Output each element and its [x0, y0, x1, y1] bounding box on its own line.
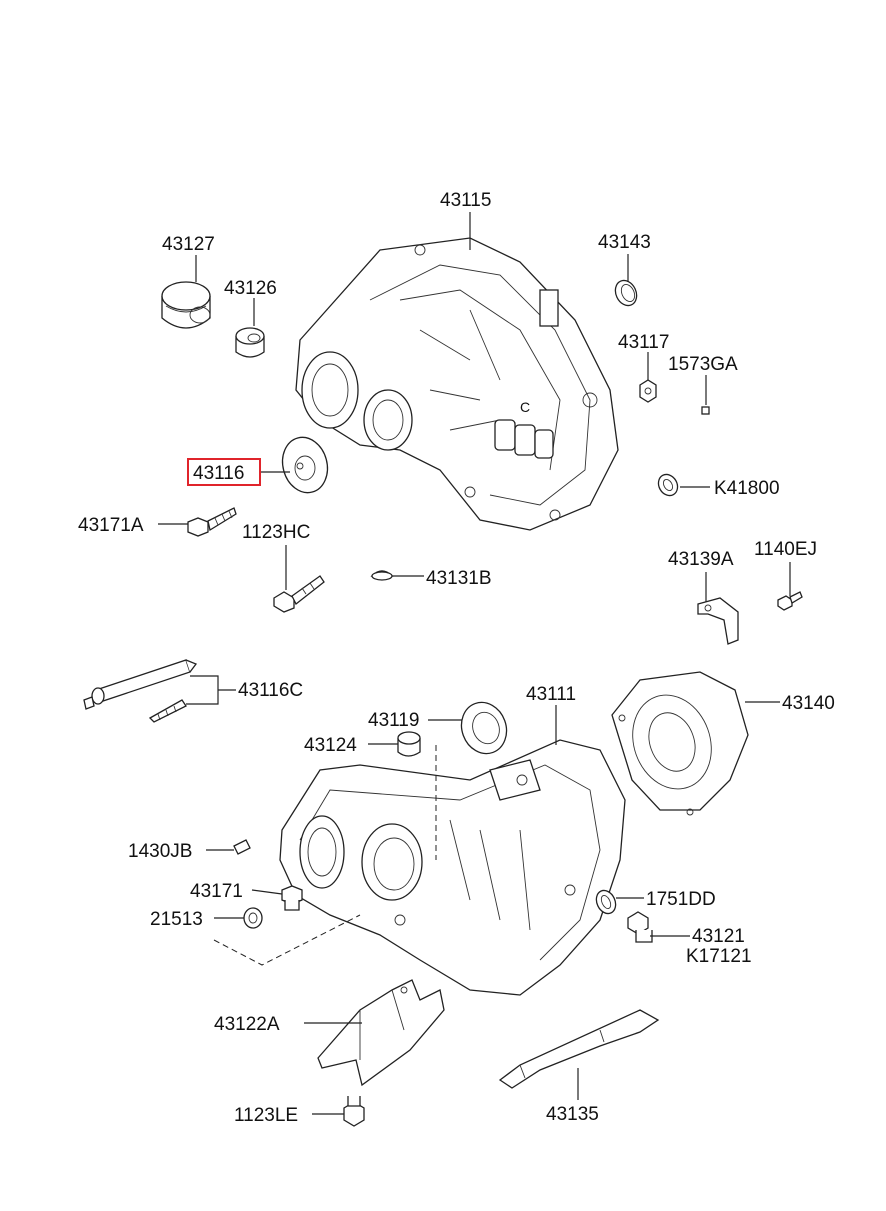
part-1751DD-gasket[interactable]: [593, 887, 619, 916]
part-43124-bushing[interactable]: [397, 731, 421, 757]
part-43171A-bolt[interactable]: [187, 507, 237, 537]
part-43135-plate[interactable]: [498, 1009, 660, 1089]
part-1123HC-bolt[interactable]: [273, 575, 325, 613]
part-43143-seal[interactable]: [611, 277, 640, 309]
part-21513-gasket[interactable]: [243, 907, 263, 929]
callout-K17121[interactable]: K17121: [686, 946, 752, 967]
leader-lines: [158, 212, 791, 1115]
part-43116-plate[interactable]: [277, 432, 334, 497]
part-43126-bushing[interactable]: [235, 327, 265, 358]
callout-1751DD[interactable]: 1751DD: [646, 889, 716, 910]
callout-43139A[interactable]: 43139A: [668, 549, 734, 570]
part-43140-cover[interactable]: [611, 671, 749, 816]
callout-1123LE[interactable]: 1123LE: [234, 1105, 298, 1126]
callout-43135[interactable]: 43135: [546, 1104, 599, 1125]
part-43139A-bracket[interactable]: [697, 597, 739, 645]
part-43111-housing[interactable]: [279, 739, 626, 996]
callout-43122A[interactable]: 43122A: [214, 1014, 280, 1035]
callout-43171A[interactable]: 43171A: [78, 515, 144, 536]
callout-43124[interactable]: 43124: [304, 735, 357, 756]
part-43122A-bracket[interactable]: [317, 979, 445, 1087]
callout-43131B[interactable]: 43131B: [426, 568, 492, 589]
callout-1573GA[interactable]: 1573GA: [668, 354, 738, 375]
callout-43121[interactable]: 43121: [692, 926, 745, 947]
part-43117-nut[interactable]: [639, 379, 657, 403]
callout-43127[interactable]: 43127: [162, 234, 215, 255]
callout-43116[interactable]: 43116: [193, 463, 244, 484]
callout-43140[interactable]: 43140: [782, 693, 835, 714]
callout-1430JB[interactable]: 1430JB: [128, 841, 192, 862]
callout-K41800[interactable]: K41800: [714, 478, 780, 499]
callout-21513[interactable]: 21513: [150, 909, 203, 930]
part-43116C-sealant[interactable]: [83, 659, 198, 723]
part-43131B-cap[interactable]: [370, 570, 394, 581]
callout-1140EJ[interactable]: 1140EJ: [754, 539, 817, 560]
svg-text:C: C: [520, 399, 530, 415]
part-1430JB-pin[interactable]: [233, 839, 251, 855]
part-43121-plug[interactable]: [627, 911, 653, 943]
callout-43117[interactable]: 43117: [618, 332, 669, 353]
highlight-frame-43116: [187, 458, 261, 486]
part-K41800-washer[interactable]: [655, 471, 682, 499]
part-43127-boot[interactable]: [161, 281, 211, 329]
callout-43116C[interactable]: 43116C: [238, 680, 303, 701]
part-43171-plug[interactable]: [281, 885, 303, 911]
part-callouts: 43115 43127 43126 43143 43117 1573GA 431…: [78, 190, 835, 1126]
callout-43171[interactable]: 43171: [190, 881, 243, 902]
callout-43126[interactable]: 43126: [224, 278, 277, 299]
part-1140EJ-screw[interactable]: [777, 591, 803, 611]
callout-43115[interactable]: 43115: [440, 190, 491, 211]
part-43115-housing[interactable]: C: [295, 237, 619, 531]
callout-1123HC[interactable]: 1123HC: [242, 522, 310, 543]
part-1573GA[interactable]: [701, 406, 710, 415]
callout-43143[interactable]: 43143: [598, 232, 651, 253]
part-43119-seal[interactable]: [454, 696, 513, 760]
callout-43111[interactable]: 43111: [526, 684, 576, 705]
part-1123LE-bolt[interactable]: [343, 1096, 365, 1127]
callout-43119[interactable]: 43119: [368, 710, 419, 731]
